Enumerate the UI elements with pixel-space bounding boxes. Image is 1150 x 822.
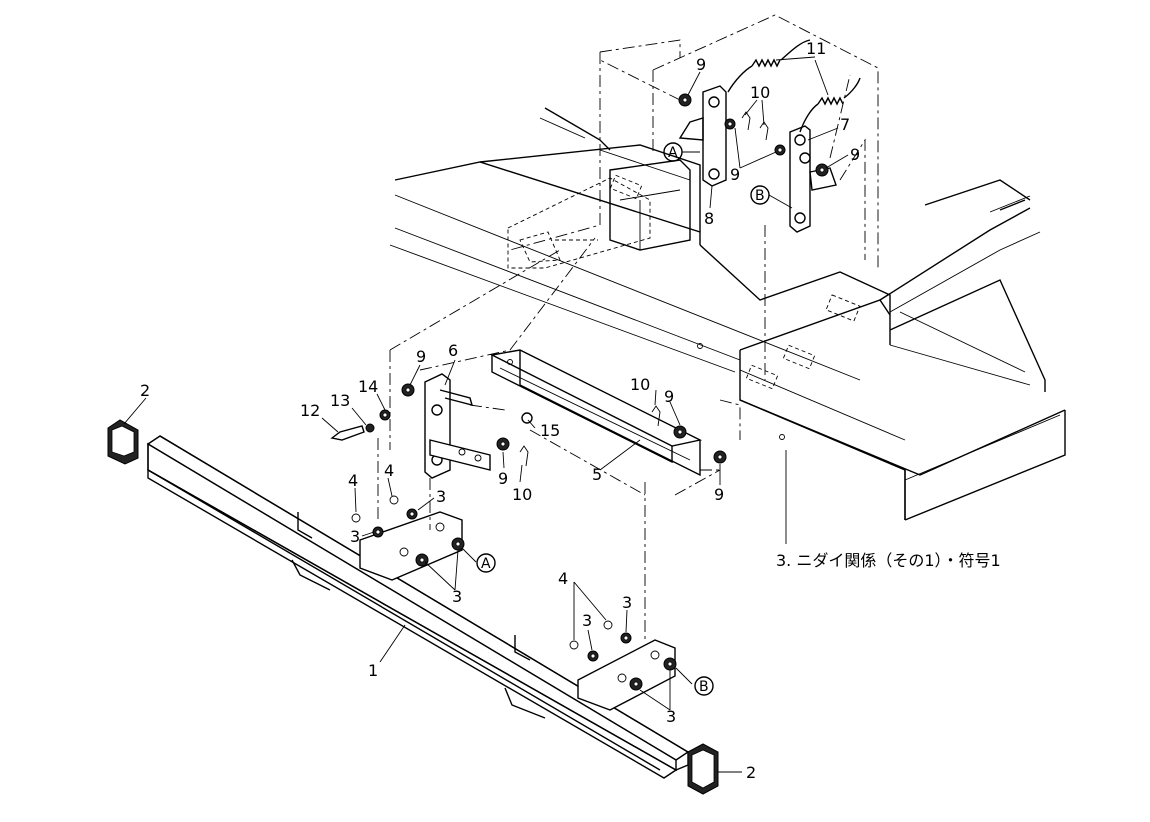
part-2-end-cap-left xyxy=(107,419,139,465)
part-8-link xyxy=(678,85,727,187)
label-part-9: 9 xyxy=(416,347,426,366)
part-7-link xyxy=(789,125,837,233)
label-part-3: 3 xyxy=(622,593,632,612)
svg-text:A: A xyxy=(481,556,491,572)
leader-lines xyxy=(123,56,849,773)
label-part-4: 4 xyxy=(558,569,568,588)
label-part-12: 12 xyxy=(300,401,320,420)
label-part-9: 9 xyxy=(664,387,674,406)
label-part-13: 13 xyxy=(330,391,350,410)
label-part-9: 9 xyxy=(850,145,860,164)
label-part-15: 15 xyxy=(540,421,560,440)
label-part-4: 4 xyxy=(384,461,394,480)
label-part-9: 9 xyxy=(714,485,724,504)
label-part-11: 11 xyxy=(806,39,826,58)
label-part-3: 3 xyxy=(666,707,676,726)
label-part-2-right: 2 xyxy=(746,763,756,782)
svg-text:A: A xyxy=(668,145,678,161)
label-part-7: 7 xyxy=(840,115,850,134)
part-1-beam xyxy=(146,435,690,779)
part-11-springs xyxy=(727,39,861,133)
label-part-14: 14 xyxy=(358,377,378,396)
label-part-9: 9 xyxy=(498,469,508,488)
marker-b-lower: B xyxy=(694,676,714,696)
label-part-4: 4 xyxy=(348,471,358,490)
part-5-rail xyxy=(489,349,703,477)
part-6-pivot-bracket xyxy=(424,373,491,479)
label-part-5: 5 xyxy=(592,465,602,484)
marker-b-upper: B xyxy=(750,185,793,209)
hardware xyxy=(330,93,829,691)
reference-note: 3. ニダイ関係（その1）・符号1 xyxy=(776,551,1001,570)
label-part-3: 3 xyxy=(582,611,592,630)
label-part-8: 8 xyxy=(704,209,714,228)
part-2-end-cap-right xyxy=(687,743,719,795)
label-part-10: 10 xyxy=(512,485,532,504)
label-part-1: 1 xyxy=(368,661,378,680)
label-part-9: 9 xyxy=(696,55,706,74)
label-part-3: 3 xyxy=(436,487,446,506)
label-part-10: 10 xyxy=(750,83,770,102)
svg-text:B: B xyxy=(699,679,709,695)
label-part-6: 6 xyxy=(448,341,458,360)
marker-a-upper: A xyxy=(663,142,700,162)
label-part-3: 3 xyxy=(452,587,462,606)
label-part-2-left: 2 xyxy=(140,381,150,400)
assembly-lines xyxy=(377,14,879,640)
label-part-10: 10 xyxy=(630,375,650,394)
carrier-frame xyxy=(389,107,1066,521)
label-part-9: 9 xyxy=(730,165,740,184)
part-labels: 1 2 2 3 3 3 3 3 3 3 4 4 4 5 6 7 8 9 9 9 … xyxy=(140,39,860,782)
label-part-3: 3 xyxy=(350,527,360,546)
svg-text:B: B xyxy=(755,188,765,204)
circled-markers: A B A B xyxy=(476,142,793,696)
marker-a-lower: A xyxy=(476,553,496,573)
